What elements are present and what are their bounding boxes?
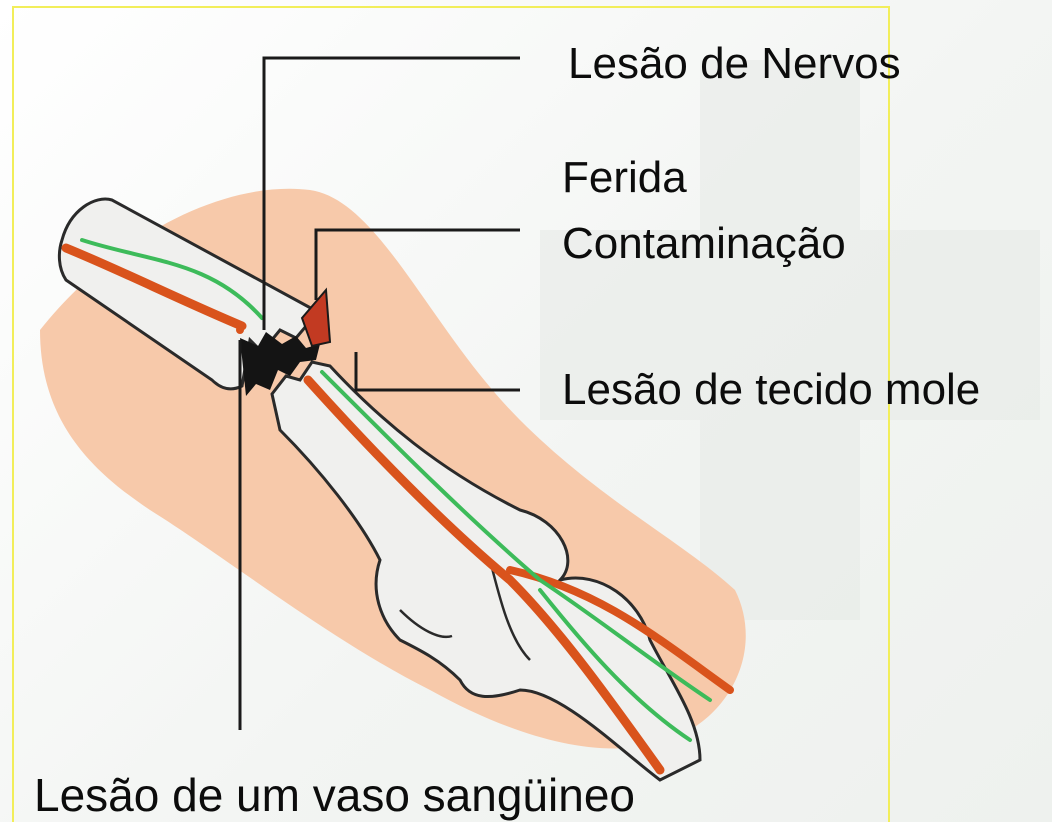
- wound-flap: [300, 287, 332, 348]
- fracture-line: [240, 332, 320, 396]
- leader-line-nerves: [262, 56, 520, 330]
- nerve-branch: [538, 588, 692, 742]
- artery-lower: [303, 375, 665, 775]
- condyle-detail: [399, 559, 531, 661]
- label-wound: Ferida: [562, 153, 687, 202]
- upper-bone-fragment: [57, 197, 321, 391]
- label-vessel-injury: Lesão de um vaso sangüineo: [34, 769, 635, 821]
- nerve-upper: [80, 238, 264, 320]
- label-contamination: Contaminação: [562, 219, 846, 268]
- label-nerve-injury: Lesão de Nervos: [568, 39, 901, 88]
- vessel-marker-dot: [236, 326, 244, 334]
- artery-upper: [61, 243, 247, 331]
- background-cross-watermark: [540, 60, 1040, 620]
- leader-line-contamination: [314, 228, 520, 300]
- slide-border: [12, 6, 890, 822]
- nerve-lower: [320, 370, 712, 702]
- leader-line-soft-tissue: [354, 352, 520, 392]
- artery-branch: [506, 566, 734, 694]
- label-soft-tissue-injury: Lesão de tecido mole: [562, 365, 981, 414]
